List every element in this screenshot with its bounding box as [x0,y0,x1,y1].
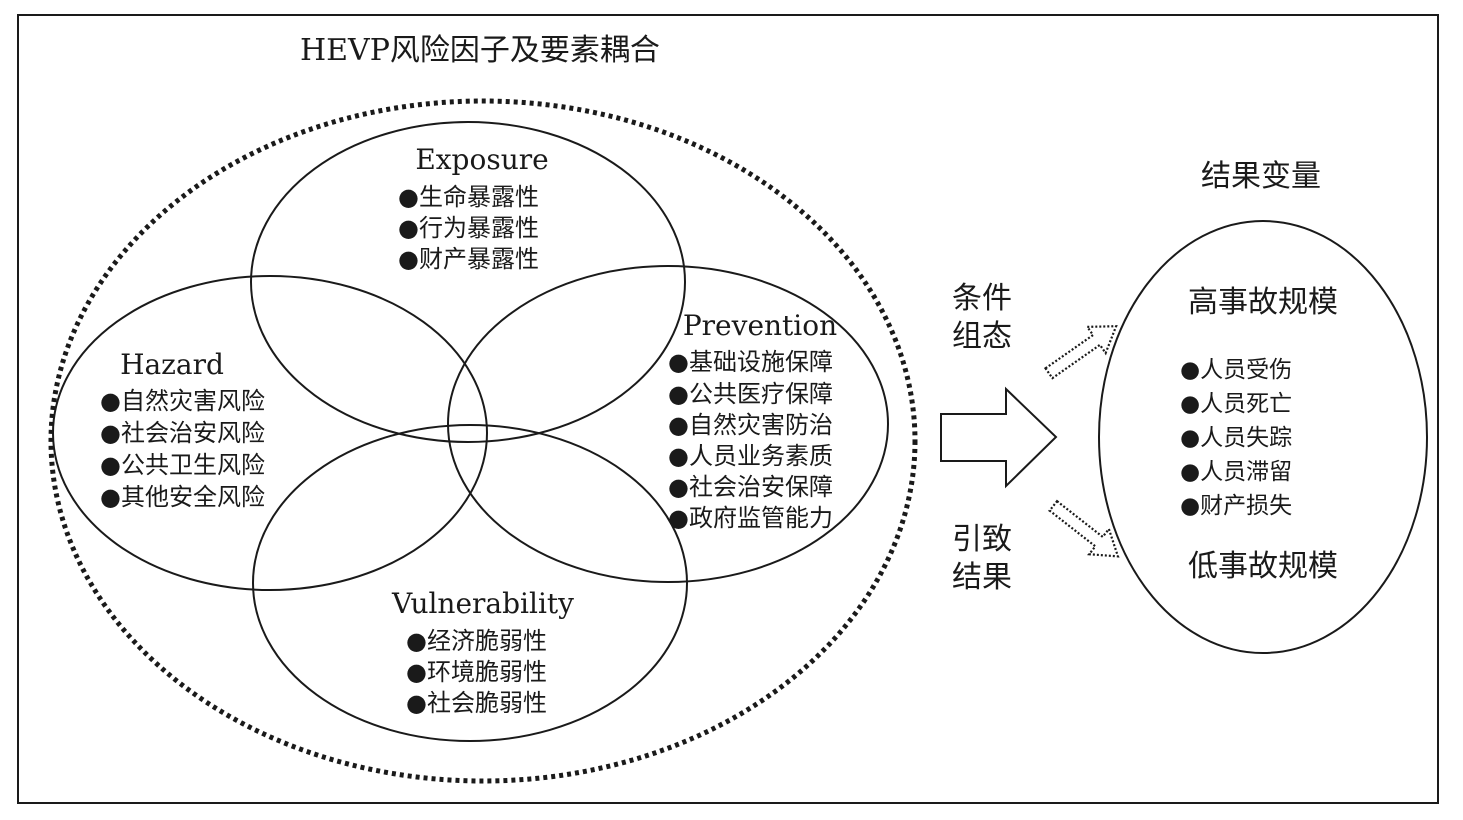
dotted-boundary-ellipse [48,98,918,784]
bullet-icon: ● [398,183,419,211]
bullet-icon: ● [398,214,419,242]
bullet-icon: ● [406,689,427,717]
arrow-label-top-line1: 条件 [952,281,1012,316]
list-item: ●公共卫生风险 [100,451,265,479]
exposure-title: Exposure [415,143,548,176]
bullet-icon: ● [1180,425,1200,451]
arrow-label-top-line2: 组态 [952,319,1012,354]
bullet-icon: ● [406,658,427,686]
prevention-items: ●基础设施保障 ●公共医疗保障 ●自然灾害防治 ●人员业务素质 ●社会治安保障 … [668,348,833,532]
vulnerability-items: ●经济脆弱性 ●环境脆弱性 ●社会脆弱性 [406,627,547,717]
diagram-title: HEVP风险因子及要素耦合 [300,33,660,68]
vulnerability-title: Vulnerability [391,587,574,620]
bullet-icon: ● [1180,391,1200,417]
bullet-icon: ● [406,627,427,655]
big-right-arrow-icon [940,386,1058,489]
list-item: ●人员业务素质 [668,442,833,470]
exposure-circle [250,121,686,443]
bullet-icon: ● [100,387,121,415]
arrow-label-bottom-line1: 引致 [952,522,1012,557]
result-items: ●人员受伤 ●人员死亡 ●人员失踪 ●人员滞留 ●财产损失 [1180,357,1292,519]
hazard-items: ●自然灾害风险 ●社会治安风险 ●公共卫生风险 ●其他安全风险 [100,387,265,511]
bullet-icon: ● [398,245,419,273]
bullet-icon: ● [668,442,689,470]
list-item: ●政府监管能力 [668,504,833,532]
list-item: ●自然灾害风险 [100,387,265,415]
high-scale-label: 高事故规模 [1188,285,1338,320]
exposure-items: ●生命暴露性 ●行为暴露性 ●财产暴露性 [398,183,539,273]
result-title: 结果变量 [1201,159,1321,194]
bullet-icon: ● [1180,493,1200,519]
dotted-arrow-down-icon [1048,499,1120,558]
list-item: ●人员受伤 [1180,357,1292,383]
prevention-title: Prevention [683,309,837,342]
bullet-icon: ● [668,380,689,408]
bullet-icon: ● [668,348,689,376]
list-item: ●经济脆弱性 [406,627,547,655]
hazard-circle [52,275,488,591]
list-item: ●人员滞留 [1180,459,1292,485]
bullet-icon: ● [1180,459,1200,485]
bullet-icon: ● [100,451,121,479]
list-item: ●行为暴露性 [398,214,539,242]
list-item: ●人员失踪 [1180,425,1292,451]
bullet-icon: ● [1180,357,1200,383]
list-item: ●财产损失 [1180,493,1292,519]
bullet-icon: ● [668,473,689,501]
list-item: ●社会治安风险 [100,419,265,447]
bullet-icon: ● [668,504,689,532]
vulnerability-circle [252,424,688,742]
list-item: ●其他安全风险 [100,483,265,511]
list-item: ●自然灾害防治 [668,411,833,439]
list-item: ●社会治安保障 [668,473,833,501]
arrow-label-bottom-line2: 结果 [952,560,1012,595]
bullet-icon: ● [100,419,121,447]
result-ellipse [1098,220,1428,654]
list-item: ●环境脆弱性 [406,658,547,686]
low-scale-label: 低事故规模 [1188,549,1338,584]
list-item: ●公共医疗保障 [668,380,833,408]
list-item: ●基础设施保障 [668,348,833,376]
bullet-icon: ● [668,411,689,439]
list-item: ●生命暴露性 [398,183,539,211]
prevention-circle [447,265,889,583]
bullet-icon: ● [100,483,121,511]
hazard-title: Hazard [120,348,224,381]
dotted-arrow-up-icon [1043,325,1118,380]
list-item: ●人员死亡 [1180,391,1292,417]
list-item: ●社会脆弱性 [406,689,547,717]
outer-frame [17,14,1439,804]
list-item: ●财产暴露性 [398,245,539,273]
